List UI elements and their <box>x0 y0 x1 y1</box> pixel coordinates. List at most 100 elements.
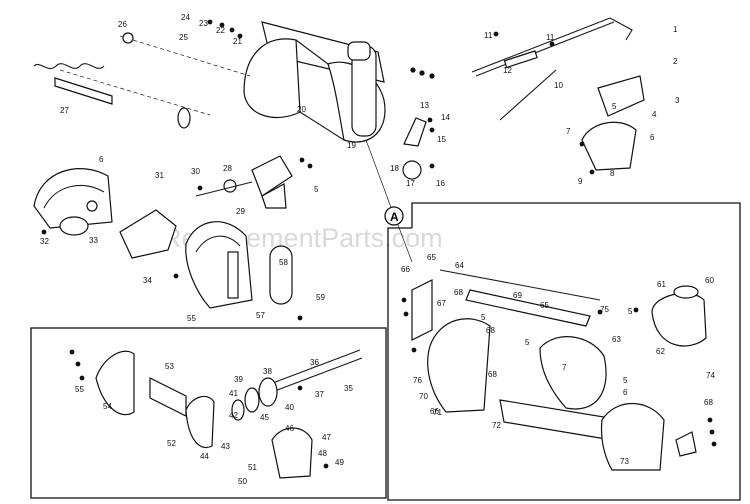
part-label-l50: 50 <box>238 477 247 486</box>
part-label-l66a: 66 <box>401 265 410 274</box>
part-label-l40: 40 <box>285 403 294 412</box>
part-label-l24: 24 <box>181 13 190 22</box>
part-label-l69: 69 <box>513 291 522 300</box>
part-label-l11b: 11 <box>546 33 555 42</box>
svg-text:A: A <box>390 210 399 224</box>
part-label-l59: 59 <box>316 293 325 302</box>
part-label-l65a: 65 <box>427 253 436 262</box>
part-label-l21: 21 <box>233 37 242 46</box>
callout-a: A <box>365 139 413 263</box>
part-label-l53: 53 <box>165 362 174 371</box>
part-label-l10: 10 <box>554 81 563 90</box>
part-label-l47: 47 <box>322 433 331 442</box>
part-label-l68b: 68 <box>486 326 495 335</box>
part-label-l67: 67 <box>437 299 446 308</box>
part-label-l71: 71 <box>433 408 442 417</box>
part-label-l72: 72 <box>492 421 501 430</box>
part-label-l38: 38 <box>263 367 272 376</box>
part-label-l5f: 5 <box>525 338 530 347</box>
part-label-l36: 36 <box>310 358 319 367</box>
part-label-l6b: 6 <box>99 155 104 164</box>
part-label-l15: 15 <box>437 135 446 144</box>
part-label-l29: 29 <box>236 207 245 216</box>
part-label-l54: 54 <box>103 402 112 411</box>
part-label-l20: 20 <box>297 105 306 114</box>
part-label-l52: 52 <box>167 439 176 448</box>
part-label-l31: 31 <box>155 171 164 180</box>
part-label-l5a: 5 <box>612 102 617 111</box>
part-label-l7b: 7 <box>562 363 567 372</box>
part-label-l62: 62 <box>656 347 665 356</box>
auger-housing <box>243 21 386 143</box>
part-label-l43: 43 <box>221 442 230 451</box>
part-label-l27: 27 <box>60 106 69 115</box>
part-label-l65b: 65 <box>540 301 549 310</box>
part-label-l25: 25 <box>179 33 188 42</box>
part-label-l60: 60 <box>705 276 714 285</box>
part-label-l14: 14 <box>441 113 450 122</box>
part-label-l45: 45 <box>260 413 269 422</box>
part-label-l73: 73 <box>620 457 629 466</box>
part-label-l68c: 68 <box>488 370 497 379</box>
part-label-l1: 1 <box>673 25 678 34</box>
drift-hardware <box>207 19 435 79</box>
side-plate-left <box>33 168 113 236</box>
part-label-l16: 16 <box>436 179 445 188</box>
part-label-l33: 33 <box>89 236 98 245</box>
part-label-l46: 46 <box>285 424 294 433</box>
part-label-l35: 35 <box>344 384 353 393</box>
part-label-l19: 19 <box>347 141 356 150</box>
part-label-l22: 22 <box>216 26 225 35</box>
part-label-l58: 58 <box>279 258 288 267</box>
drive-assembly-inset <box>69 349 363 479</box>
part-label-l2: 2 <box>673 57 678 66</box>
part-label-l42: 42 <box>229 411 238 420</box>
part-label-l28: 28 <box>223 164 232 173</box>
part-label-l75: 75 <box>600 305 609 314</box>
part-label-l18a: 18 <box>390 164 399 173</box>
part-label-l76: 76 <box>413 376 422 385</box>
part-label-l7a: 7 <box>566 127 571 136</box>
part-label-l12: 12 <box>503 66 512 75</box>
part-label-l5e: 5 <box>623 376 628 385</box>
part-label-l55a: 55 <box>187 314 196 323</box>
part-label-l32: 32 <box>40 237 49 246</box>
part-label-l5b: 5 <box>314 185 319 194</box>
part-label-l8: 8 <box>610 169 615 178</box>
part-label-l30: 30 <box>191 167 200 176</box>
part-label-l55b: 55 <box>75 385 84 394</box>
part-label-l49: 49 <box>335 458 344 467</box>
impeller <box>195 155 313 209</box>
part-label-l57: 57 <box>256 311 265 320</box>
part-label-l17: 17 <box>406 179 415 188</box>
part-label-l13: 13 <box>420 101 429 110</box>
part-label-l9: 9 <box>578 177 583 186</box>
part-label-l41: 41 <box>229 389 238 398</box>
part-label-l4: 4 <box>652 110 657 119</box>
inset-frames <box>30 202 741 501</box>
gearbox-front <box>119 209 303 321</box>
part-label-l6c: 6 <box>623 388 628 397</box>
part-label-l66b: 66 <box>430 407 439 416</box>
deflector-parts <box>402 117 435 180</box>
part-label-l11a: 11 <box>484 31 493 40</box>
part-label-l63: 63 <box>612 335 621 344</box>
part-label-l68a: 68 <box>454 288 463 297</box>
part-label-l61: 61 <box>657 280 666 289</box>
chute-crank <box>471 17 645 175</box>
part-label-l37: 37 <box>315 390 324 399</box>
part-label-l39: 39 <box>234 375 243 384</box>
housing-inset <box>401 269 717 471</box>
part-label-l51: 51 <box>248 463 257 472</box>
part-label-l6a: 6 <box>650 133 655 142</box>
part-label-l5c: 5 <box>481 313 486 322</box>
part-label-l48: 48 <box>318 449 327 458</box>
part-label-l34: 34 <box>143 276 152 285</box>
part-label-l44: 44 <box>200 452 209 461</box>
part-label-l26: 26 <box>118 20 127 29</box>
auger-shaft <box>33 32 251 129</box>
part-label-l74: 74 <box>706 371 715 380</box>
part-label-l5d: 5 <box>628 307 633 316</box>
